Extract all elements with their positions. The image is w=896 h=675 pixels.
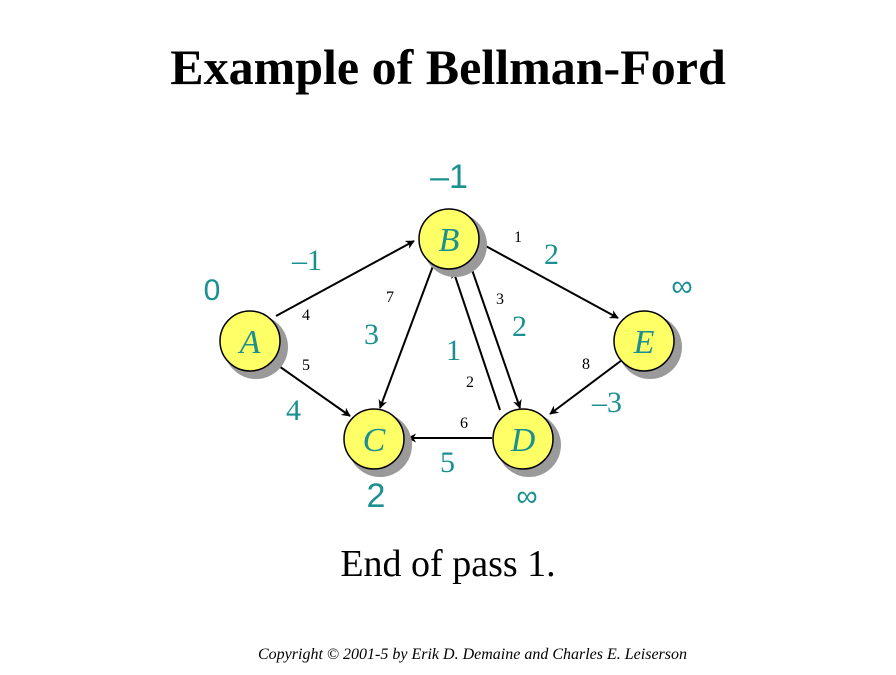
dist-D: ∞ [516, 480, 537, 513]
edge-B-E [481, 243, 619, 319]
copyright-notice: Copyright © 2001-5 by Erik D. Demaine an… [258, 646, 688, 663]
node-C-label: C [363, 422, 386, 459]
relax-B-E: 2 [544, 238, 559, 271]
edge-B-D [469, 263, 522, 409]
node-B: B [418, 208, 487, 277]
edge-E-D [549, 359, 623, 415]
weight-B-C: 7 [386, 289, 394, 306]
node-B-circle [418, 208, 480, 270]
dist-C: 2 [367, 477, 386, 515]
node-D: D [492, 408, 561, 477]
relax-D-B: 1 [446, 334, 461, 367]
node-A-circle [219, 310, 281, 372]
relax-B-C: 3 [364, 318, 379, 351]
weight-A-B: 4 [302, 307, 310, 324]
node-C: C [343, 408, 412, 477]
node-B-label: B [439, 222, 460, 259]
edge-A-C [275, 363, 351, 417]
weight-B-D: 3 [496, 291, 504, 308]
dist-B: –1 [430, 158, 468, 196]
edge-D-B [451, 269, 501, 411]
edge-B-C [378, 265, 434, 409]
weight-B-E: 1 [514, 229, 522, 246]
node-A: A [219, 310, 288, 379]
relax-A-B: –1 [291, 244, 322, 277]
node-D-circle [492, 408, 554, 470]
node-C-circle [343, 408, 405, 470]
node-E-label: E [633, 324, 655, 361]
weight-D-C: 6 [460, 415, 468, 432]
node-E-circle [613, 310, 675, 372]
weight-D-B: 2 [466, 374, 474, 391]
dist-E: ∞ [671, 270, 692, 303]
edge-A-B [275, 240, 415, 317]
dist-A: 0 [204, 274, 221, 307]
node-A-label: A [238, 324, 261, 361]
relax-D-C: 5 [440, 446, 455, 479]
weight-A-C: 5 [302, 357, 310, 374]
relax-B-D: 2 [512, 310, 527, 343]
pass-caption: End of pass 1. [340, 543, 556, 585]
node-E: E [613, 310, 682, 379]
node-D-label: D [510, 422, 536, 459]
slide-title: Example of Bellman-Ford [170, 39, 726, 95]
relax-E-D: –3 [591, 386, 622, 419]
relax-A-C: 4 [286, 394, 301, 427]
weight-E-D: 8 [582, 356, 590, 373]
